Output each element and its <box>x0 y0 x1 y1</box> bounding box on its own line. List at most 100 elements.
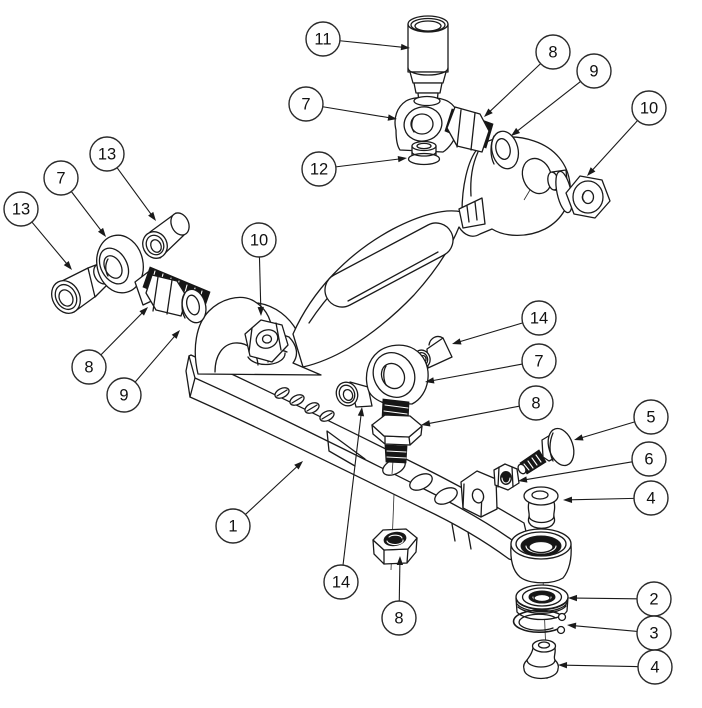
balloon-number: 14 <box>332 574 350 592</box>
callout-8: 8 <box>484 34 571 117</box>
leader-line <box>31 221 68 265</box>
balloon-number: 7 <box>56 170 65 188</box>
balloon-circle <box>323 564 359 600</box>
balloon-circle <box>288 86 324 122</box>
part-14-spacer-center-left <box>335 381 373 408</box>
leader-arrowhead <box>421 420 431 427</box>
balloon-number: 14 <box>530 310 548 328</box>
leader-arrowhead <box>400 43 410 51</box>
balloon-number: 4 <box>646 490 655 508</box>
balloon-circle <box>518 385 554 421</box>
callout-8: 8 <box>71 307 148 385</box>
part-2-bearing <box>515 584 569 621</box>
leader-arrowhead <box>425 377 435 384</box>
leader-line <box>569 497 635 501</box>
callout-13: 13 <box>3 191 72 270</box>
leader-line <box>573 625 638 632</box>
leader-line <box>580 421 635 439</box>
balloon-number: 13 <box>12 201 30 219</box>
leader-arrowhead <box>294 461 303 470</box>
part-4-bushing-upper <box>523 486 559 529</box>
balloon-circle <box>215 508 251 544</box>
balloon-circle <box>241 222 277 258</box>
leader-arrowhead <box>563 496 573 503</box>
balloon-circle <box>71 349 107 385</box>
balloon-number: 7 <box>301 96 310 114</box>
leader-arrowhead <box>171 330 180 339</box>
callout-13: 13 <box>89 136 156 221</box>
balloon-circle <box>381 600 417 636</box>
balloon-number: 5 <box>646 409 655 427</box>
callout-9: 9 <box>106 330 180 413</box>
leader-line <box>335 158 401 168</box>
part-8-jam-nut-top <box>446 106 490 153</box>
callout-9: 9 <box>511 53 612 136</box>
leader-line <box>516 81 581 133</box>
balloon-number: 6 <box>644 451 653 469</box>
balloon-circle <box>576 53 612 89</box>
leader-line <box>488 63 542 113</box>
balloon-number: 1 <box>228 518 237 536</box>
part-13-spacer-left-upper <box>142 212 190 259</box>
balloon-number: 7 <box>534 353 543 371</box>
leader-arrowhead <box>518 476 528 483</box>
balloon-number: 10 <box>250 232 268 250</box>
leader-arrowhead <box>63 261 72 270</box>
leader-line <box>70 191 103 232</box>
leader-line <box>116 167 153 216</box>
balloon-number: 3 <box>649 625 658 643</box>
leader-arrowhead <box>257 306 264 316</box>
part-7-rod-end-center <box>365 344 429 405</box>
part-8-jam-nut-center <box>371 414 423 446</box>
balloon-circle <box>631 441 667 477</box>
part-5-bolt <box>517 427 575 475</box>
callout-10: 10 <box>587 90 667 176</box>
plate-small-holes <box>274 387 335 422</box>
leader-arrowhead <box>558 661 568 669</box>
leader-line <box>591 120 638 172</box>
balloon-circle <box>521 300 557 336</box>
balloon-circle <box>631 90 667 126</box>
callout-11: 11 <box>305 21 410 57</box>
leader-line <box>342 413 362 566</box>
leader-line <box>564 664 639 668</box>
leader-line <box>322 106 391 119</box>
callout-7: 7 <box>288 86 397 122</box>
part-6-nut <box>493 463 520 491</box>
callout-8: 8 <box>421 385 554 427</box>
callout-4: 4 <box>558 649 673 685</box>
leader-arrowhead <box>387 114 397 121</box>
leader-line <box>339 40 404 48</box>
leader-line <box>245 465 299 515</box>
balloon-number: 8 <box>394 610 403 628</box>
leader-arrowhead <box>511 127 521 136</box>
leader-line <box>574 597 638 600</box>
callout-7: 7 <box>43 160 106 237</box>
balloon-circle <box>535 34 571 70</box>
center-threaded-stud-lower <box>384 444 408 464</box>
leader-arrowhead <box>148 211 156 221</box>
balloon-number: 8 <box>531 395 540 413</box>
leader-arrowhead <box>397 155 407 163</box>
leader-arrowhead <box>452 338 462 345</box>
callout-3: 3 <box>567 615 672 651</box>
leader-arrowhead <box>567 622 577 630</box>
balloon-circle <box>43 160 79 196</box>
balloon-number: 4 <box>650 659 659 677</box>
callout-14: 14 <box>323 407 365 600</box>
leader-line <box>100 311 144 356</box>
callout-4: 4 <box>563 480 669 516</box>
leader-arrowhead <box>587 167 596 176</box>
leader-arrowhead <box>139 307 148 316</box>
callout-10: 10 <box>241 222 277 316</box>
balloon-circle <box>521 343 557 379</box>
callout-1: 1 <box>215 461 303 544</box>
balloon-circle <box>633 399 669 435</box>
part-9-washer-top <box>490 130 520 170</box>
part-10-nut-center <box>244 319 289 366</box>
balloon-number: 9 <box>119 387 128 405</box>
part-1-control-arm-body <box>185 136 572 584</box>
part-3-snap-ring <box>512 609 567 635</box>
